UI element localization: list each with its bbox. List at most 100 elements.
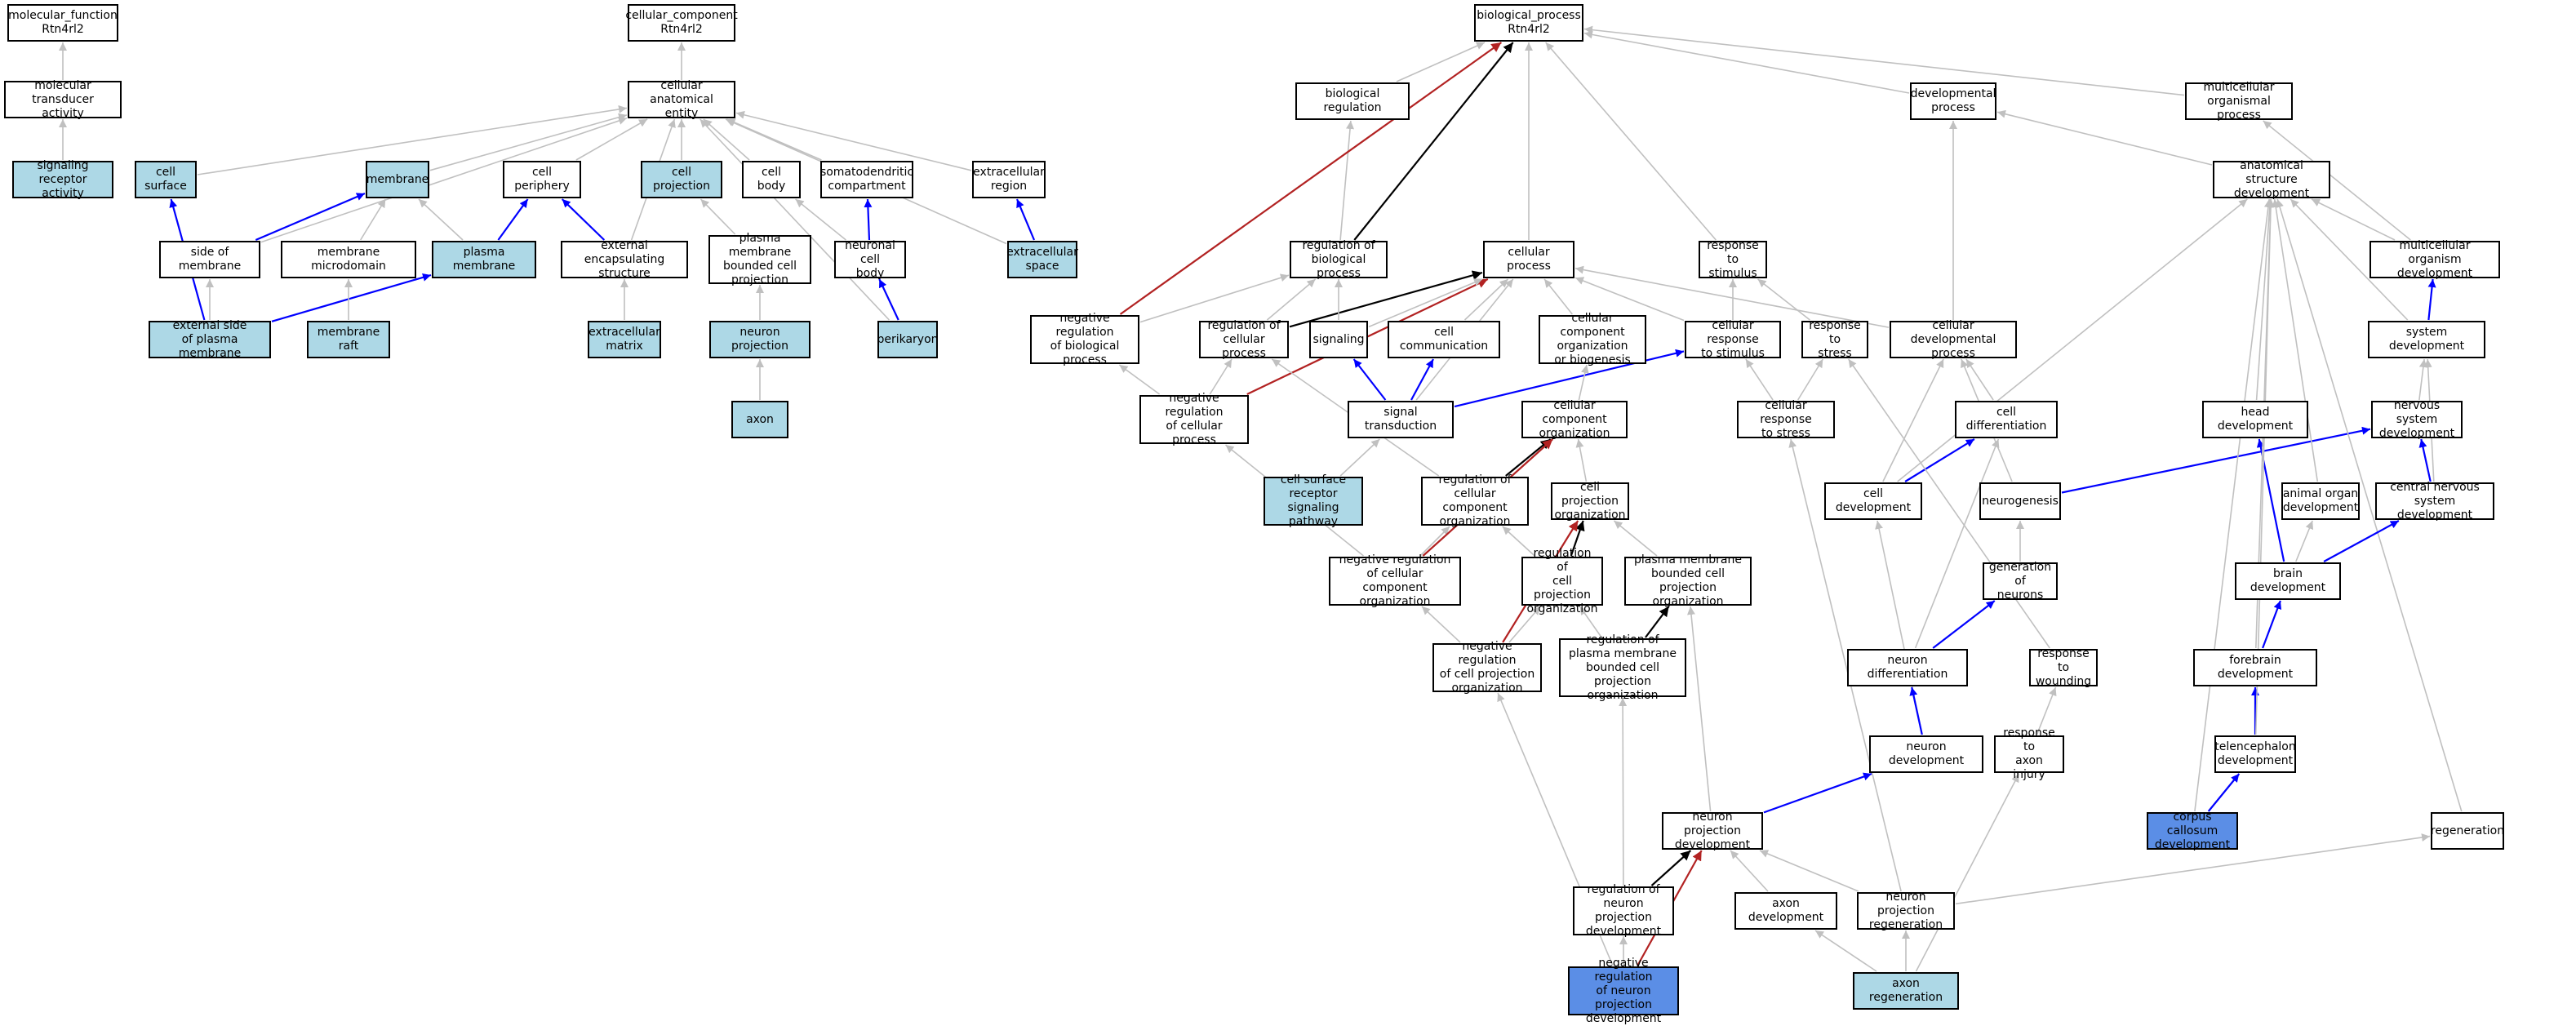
node-cell-periphery[interactable]: cell periphery [503, 161, 581, 198]
edge-is-a [1996, 109, 2213, 166]
node-head-development[interactable]: head development [2202, 401, 2308, 438]
node-molecular-transducer-activity[interactable]: molecular transducer activity [4, 79, 122, 120]
edge-part-of [2418, 438, 2432, 482]
node-response-to-wounding[interactable]: response to wounding [2029, 647, 2098, 688]
node-perikaryon[interactable]: perikaryon [877, 321, 939, 358]
node-biological-regulation[interactable]: biological regulation [1295, 82, 1410, 120]
edge-is-a [700, 198, 736, 235]
node-somatodendritic-compartment[interactable]: somatodendritic compartment [820, 161, 913, 198]
edge-is-a [1759, 850, 1859, 892]
node-negative-regulation-of-biological-process[interactable]: negative regulation of biological proces… [1030, 312, 1139, 366]
node-brain-development[interactable]: brain development [2235, 562, 2341, 600]
node-extracellular-matrix[interactable]: extracellular matrix [588, 321, 661, 358]
node-membrane[interactable]: membrane [366, 161, 429, 198]
node-cell-surface-receptor-signaling-pathway[interactable]: cell surface receptor signaling pathway [1264, 473, 1363, 528]
node-regulation-of-biological-process[interactable]: regulation of biological process [1290, 239, 1388, 280]
node-extracellular-region[interactable]: extracellular region [972, 161, 1046, 198]
node-neuron-projection-development[interactable]: neuron projection development [1662, 811, 1763, 851]
node-regeneration[interactable]: regeneration [2431, 812, 2504, 850]
node-cell-projection[interactable]: cell projection [641, 161, 722, 198]
edge-is-a [1882, 358, 1944, 482]
node-nervous-system-development[interactable]: nervous system development [2371, 399, 2463, 440]
node-membrane-raft[interactable]: membrane raft [307, 321, 390, 358]
node-system-development[interactable]: system development [2368, 321, 2485, 358]
node-negative-regulation-of-cellular-process[interactable]: negative regulation of cellular process [1139, 392, 1249, 446]
edge-is-a [1613, 520, 1658, 557]
node-cellular-component-organization[interactable]: cellular component organization [1521, 399, 1628, 440]
edge-is-a [1583, 25, 2185, 96]
edge-is-a [2272, 198, 2319, 482]
node-negative-regulation-of-neuron-projection-development[interactable]: negative regulation of neuron projection… [1568, 957, 1679, 1025]
node-cell-differentiation[interactable]: cell differentiation [1955, 401, 2058, 438]
node-response-to-stress[interactable]: response to stress [1801, 319, 1868, 360]
node-axon[interactable]: axon [731, 401, 788, 438]
edge-part-of [1904, 438, 1975, 482]
edge-is-a [1209, 358, 1232, 395]
node-signal-transduction[interactable]: signal transduction [1348, 401, 1454, 438]
node-neuron-development[interactable]: neuron development [1869, 735, 1983, 773]
edge-is-a [2418, 358, 2427, 401]
node-external-encapsulating-structure[interactable]: external encapsulating structure [561, 239, 688, 280]
node-central-nervous-system-development[interactable]: central nervous system development [2375, 481, 2494, 522]
node-cellular-response-to-stress[interactable]: cellular response to stress [1737, 399, 1835, 440]
node-cell-development[interactable]: cell development [1824, 482, 1922, 520]
node-telencephalon-development[interactable]: telencephalon development [2214, 735, 2296, 773]
node-regulation-of-neuron-projection-development[interactable]: regulation of neuron projection developm… [1573, 883, 1674, 938]
edge-regulates [1353, 42, 1514, 241]
node-neuron-projection-regeneration[interactable]: neuron projection regeneration [1857, 891, 1955, 931]
node-anatomical-structure-development[interactable]: anatomical structure development [2213, 159, 2330, 200]
node-cell-body[interactable]: cell body [742, 161, 801, 198]
edge-part-of [2262, 600, 2282, 649]
node-regulation-of-cellular-component-organization[interactable]: regulation of cellular component organiz… [1421, 473, 1529, 528]
node-response-to-axon-injury[interactable]: response to axon injury [1994, 726, 2064, 781]
node-molecular-function-root[interactable]: molecular_function Rtn4rl2 [7, 4, 118, 42]
node-biological-process-root[interactable]: biological_process Rtn4rl2 [1474, 4, 1583, 42]
node-animal-organ-development[interactable]: animal organ development [2281, 482, 2360, 520]
node-neuron-projection[interactable]: neuron projection [709, 321, 811, 358]
node-corpus-callosum-development[interactable]: corpus callosum development [2147, 811, 2238, 851]
node-neurogenesis[interactable]: neurogenesis [1979, 482, 2061, 520]
edge-is-a [2255, 198, 2274, 401]
node-negative-regulation-of-cell-projection-organization[interactable]: negative regulation of cell projection o… [1432, 640, 1542, 695]
node-cellular-developmental-process[interactable]: cellular developmental process [1890, 319, 2017, 360]
node-multicellular-organism-development[interactable]: multicellular organism development [2369, 239, 2500, 280]
node-cellular-response-to-stimulus[interactable]: cellular response to stimulus [1685, 319, 1781, 360]
edge-is-a [2263, 120, 2411, 241]
edge-is-a [1965, 358, 1994, 401]
node-cellular-process[interactable]: cellular process [1483, 241, 1574, 278]
node-extracellular-space[interactable]: extracellular space [1006, 241, 1078, 278]
node-response-to-stimulus[interactable]: response to stimulus [1699, 239, 1767, 280]
edge-part-of [1352, 358, 1387, 401]
node-developmental-process[interactable]: developmental process [1910, 82, 1996, 120]
node-cellular-component-organization-or-biogenesis[interactable]: cellular component organization or bioge… [1539, 312, 1646, 366]
node-regulation-of-plasma-membrane-bounded-cell-projection-organization[interactable]: regulation of plasma membrane bounded ce… [1559, 633, 1686, 702]
node-regulation-of-cellular-process[interactable]: regulation of cellular process [1199, 319, 1289, 360]
node-neuronal-cell-body[interactable]: neuronal cell body [834, 239, 906, 280]
node-cellular-anatomical-entity[interactable]: cellular anatomical entity [628, 79, 735, 120]
node-forebrain-development[interactable]: forebrain development [2193, 649, 2317, 686]
edge-is-a [703, 118, 750, 161]
node-cell-surface[interactable]: cell surface [135, 161, 197, 198]
edge-is-a [1955, 833, 2431, 905]
edge-part-of [255, 192, 366, 242]
node-cell-projection-organization[interactable]: cell projection organization [1551, 481, 1629, 522]
node-signaling-receptor-activity[interactable]: signaling receptor activity [12, 159, 113, 200]
node-membrane-microdomain[interactable]: membrane microdomain [281, 241, 416, 278]
node-signaling[interactable]: signaling [1309, 321, 1368, 358]
node-generation-of-neurons[interactable]: generation of neurons [1983, 561, 2058, 602]
node-external-side-of-plasma-membrane[interactable]: external side of plasma membrane [149, 319, 271, 360]
node-plasma-membrane[interactable]: plasma membrane [432, 241, 536, 278]
node-plasma-membrane-bounded-cell-projection-organization[interactable]: plasma membrane bounded cell projection … [1624, 553, 1752, 608]
edge-is-a [1745, 358, 1774, 401]
node-negative-regulation-of-cellular-component-organization[interactable]: negative regulation of cellular componen… [1329, 553, 1461, 608]
edge-is-a [795, 198, 846, 241]
node-axon-development[interactable]: axon development [1734, 892, 1837, 930]
node-regulation-of-cell-projection-organization[interactable]: regulation of cell projection organizati… [1521, 547, 1603, 615]
node-axon-regeneration[interactable]: axon regeneration [1853, 972, 1959, 1010]
node-cell-communication[interactable]: cell communication [1388, 321, 1500, 358]
node-neuron-differentiation[interactable]: neuron differentiation [1847, 649, 1968, 686]
node-cellular-component-root[interactable]: cellular_component Rtn4rl2 [625, 4, 738, 42]
node-side-of-membrane[interactable]: side of membrane [159, 241, 260, 278]
node-multicellular-organismal-process[interactable]: multicellular organismal process [2185, 81, 2293, 122]
node-plasma-membrane-bounded-cell-projection[interactable]: plasma membrane bounded cell projection [708, 232, 811, 286]
